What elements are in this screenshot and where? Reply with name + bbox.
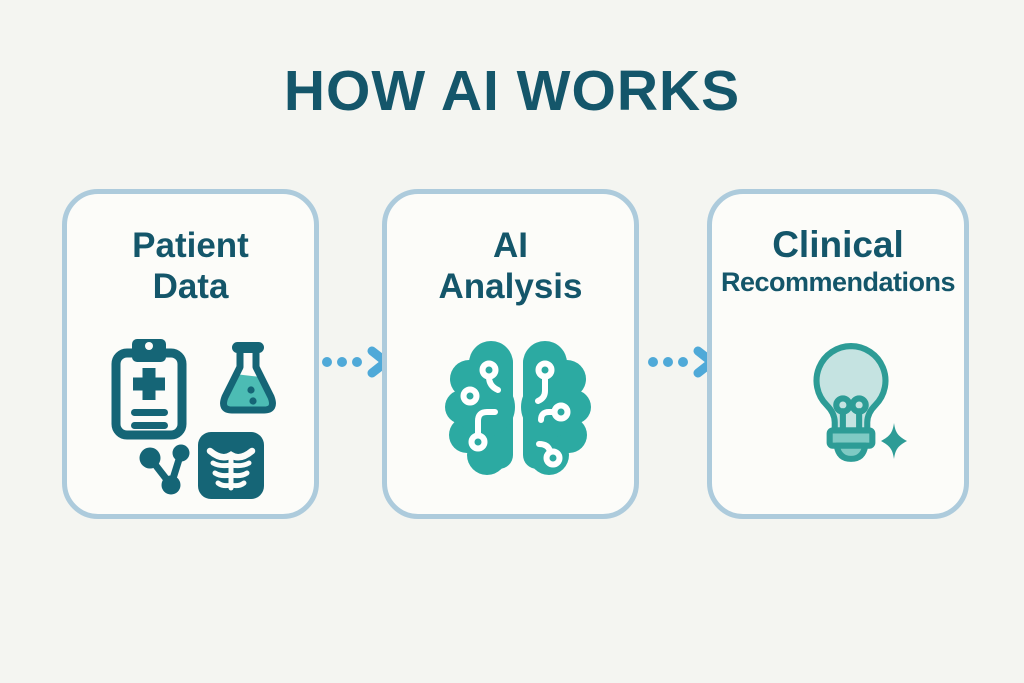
clipboard-medical-icon xyxy=(111,339,187,440)
arrow-dot xyxy=(663,357,673,367)
page-title: HOW AI WORKS xyxy=(283,59,741,123)
xray-icon xyxy=(198,432,264,499)
card-ai-analysis: AI Analysis xyxy=(382,189,639,519)
card-ai-analysis-title: AI Analysis xyxy=(387,194,634,307)
lab-flask-icon xyxy=(220,342,276,414)
lightbulb-icon xyxy=(813,343,889,462)
card-title-line: Data xyxy=(152,266,229,306)
molecule-icon xyxy=(139,444,190,495)
card-patient-data-title: Patient Data xyxy=(67,194,314,307)
flow-arrow xyxy=(322,346,391,378)
card-patient-data: Patient Data xyxy=(62,189,319,519)
brain-circuit-icon xyxy=(445,341,591,475)
card-clinical-recommendations-title: Clinical Recommendations xyxy=(712,194,964,298)
card-title-line: Clinical xyxy=(772,224,904,265)
card-title-line: Recommendations xyxy=(720,266,956,297)
card-title-line: Analysis xyxy=(438,266,583,306)
card-title-line: AI xyxy=(493,226,528,265)
arrow-dot xyxy=(648,357,658,367)
arrow-dot xyxy=(337,357,347,367)
arrow-dot xyxy=(678,357,688,367)
card-title-line: Patient xyxy=(132,226,249,265)
arrow-dot xyxy=(322,357,332,367)
arrow-dot xyxy=(352,357,362,367)
card-clinical-recommendations: Clinical Recommendations xyxy=(707,189,969,519)
sparkle-icon xyxy=(881,423,907,459)
